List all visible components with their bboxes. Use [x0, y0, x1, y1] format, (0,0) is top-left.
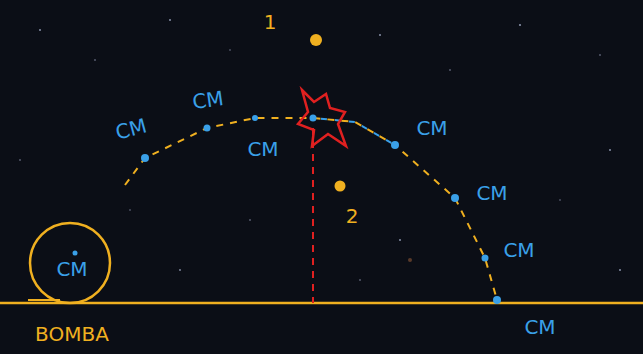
cm-label: CM: [524, 317, 555, 337]
cm-label: CM: [191, 88, 225, 112]
cm-label: CM: [503, 240, 534, 260]
bomb-label: BOMBA: [35, 324, 109, 344]
explosion-star: [298, 90, 346, 146]
cm-label: CM: [476, 183, 507, 203]
bomb-circle: CM: [28, 221, 112, 305]
cm-label: CM: [416, 118, 447, 138]
vertical-dashed: [312, 128, 314, 303]
callout-number: 1: [264, 12, 277, 32]
callout-number: 2: [346, 206, 359, 226]
fragment-dot: [310, 34, 322, 46]
cm-label: CM: [113, 115, 148, 142]
stars: [19, 19, 621, 281]
cm-label: CM: [56, 259, 87, 279]
ground-line: [0, 302, 643, 305]
trajectory-blue: [313, 118, 395, 145]
cm-label: CM: [247, 139, 278, 159]
fragment-dot: [335, 181, 346, 192]
cm-dots: [73, 115, 502, 305]
